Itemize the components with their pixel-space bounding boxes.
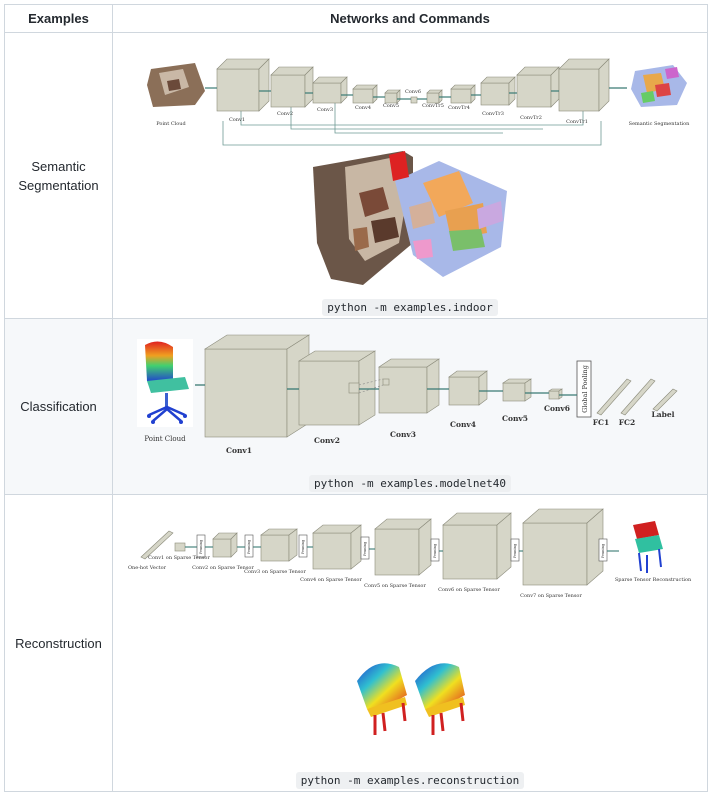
point-cloud-thumbnail: [147, 63, 205, 107]
output-label: Semantic Segmentation: [629, 121, 690, 127]
layer-labels: Conv1 Conv2 Conv3 Conv4 Conv5 Conv6 Conv…: [229, 89, 588, 125]
fc-bars: [596, 378, 678, 416]
one-hot-vector-bar: [140, 530, 174, 560]
row-label: Semantic Segmentation: [4, 32, 113, 319]
pruning-label: Pruning: [363, 541, 367, 556]
reconstructed-chair-thumbnail: [633, 521, 663, 573]
pruning-labels: Pruning Pruning Pruning Pruning Pruning …: [199, 539, 605, 558]
layer-label: Conv5 on Sparse Tensor: [364, 583, 426, 589]
layer-label: Conv6: [544, 404, 570, 413]
flow-arrows: [185, 546, 619, 552]
pooling-label: Global Pooling: [581, 365, 589, 413]
layer-label: ConvTr3: [482, 111, 504, 117]
chair-point-cloud: [137, 339, 193, 427]
layer-label: Conv4: [355, 105, 371, 111]
layer-label: Conv1 on Sparse Tensor: [148, 555, 210, 561]
layer-labels: Conv1 Conv2 Conv3 Conv4 Conv5 Conv6 FC1 …: [226, 404, 675, 455]
row-classification: Classification: [4, 318, 708, 495]
output-label: Sparse Tensor Reconstruction: [615, 577, 692, 583]
row-label: Reconstruction: [4, 494, 113, 792]
reconstruction-results: [357, 663, 465, 735]
global-pooling-box: [576, 360, 592, 418]
modelnet-command: python -m examples.modelnet40: [113, 474, 707, 492]
layer-label: Conv3 on Sparse Tensor: [244, 569, 306, 575]
pruning-label: Pruning: [433, 543, 437, 558]
pruning-label: Pruning: [301, 539, 305, 554]
indoor-room-rendering: [313, 151, 507, 285]
flow-arrows: [195, 384, 577, 396]
classification-network-diagram: Point Cloud: [137, 334, 678, 455]
layer-label: Conv2: [277, 111, 293, 117]
row-label: Classification: [4, 318, 113, 495]
indoor-network-diagram: Point Cloud: [147, 58, 690, 285]
layer-label: ConvTr4: [448, 105, 470, 111]
layer-label: Conv1: [226, 446, 252, 455]
network-blocks: [203, 334, 563, 438]
reconstruction-network-diagram: One-hot Vector: [128, 508, 692, 735]
pruning-label: Pruning: [513, 543, 517, 558]
row-content: One-hot Vector: [112, 494, 708, 792]
row-content: Point Cloud: [112, 318, 708, 495]
network-blocks: [174, 508, 604, 586]
input-label: Point Cloud: [156, 121, 186, 127]
layer-label: Conv4 on Sparse Tensor: [300, 577, 362, 583]
pruning-label: Pruning: [247, 539, 251, 554]
layer-labels: Conv1 on Sparse Tensor Conv2 on Sparse T…: [148, 555, 582, 599]
layer-label: Conv2: [314, 436, 340, 445]
layer-label: Conv1: [229, 117, 245, 123]
header-examples: Examples: [4, 4, 113, 33]
layer-label: Conv5: [502, 414, 528, 423]
pruning-label: Pruning: [199, 539, 203, 554]
header-networks: Networks and Commands: [112, 4, 708, 33]
input-label: Point Cloud: [144, 435, 186, 443]
layer-label: Conv2 on Sparse Tensor: [192, 565, 254, 571]
layer-label: Conv6 on Sparse Tensor: [438, 587, 500, 593]
layer-label: Conv7 on Sparse Tensor: [520, 593, 582, 599]
layer-label: Conv4: [450, 420, 476, 429]
reconstruction-command: python -m examples.reconstruction: [113, 771, 707, 789]
flow-arrows: [205, 87, 627, 100]
layer-label: Conv5: [383, 103, 399, 109]
layer-label: Conv3: [317, 107, 333, 113]
layer-label: Conv3: [390, 430, 416, 439]
layer-label: Label: [652, 410, 675, 419]
input-label: One-hot Vector: [128, 565, 167, 571]
row-semantic-segmentation: Semantic Segmentation Point Cloud: [4, 32, 708, 319]
indoor-command: python -m examples.indoor: [113, 298, 707, 316]
pruning-boxes: [196, 534, 608, 562]
pruning-label: Pruning: [601, 543, 605, 558]
layer-label: ConvTr1: [566, 119, 588, 125]
command-code: python -m examples.modelnet40: [308, 475, 512, 492]
examples-table: Examples Networks and Commands Semantic …: [4, 4, 708, 792]
row-content: Point Cloud: [112, 32, 708, 319]
network-blocks: [216, 58, 610, 112]
row-reconstruction: Reconstruction One-hot Vector: [4, 494, 708, 792]
layer-label: ConvTr2: [520, 115, 542, 121]
command-code: python -m examples.indoor: [322, 299, 498, 316]
command-code: python -m examples.reconstruction: [295, 772, 525, 789]
layer-label: Conv6: [405, 89, 421, 95]
segmentation-thumbnail: [631, 65, 687, 107]
layer-label: ConvTr5: [422, 103, 444, 109]
layer-label: FC2: [619, 418, 636, 427]
layer-label: FC1: [593, 418, 610, 427]
